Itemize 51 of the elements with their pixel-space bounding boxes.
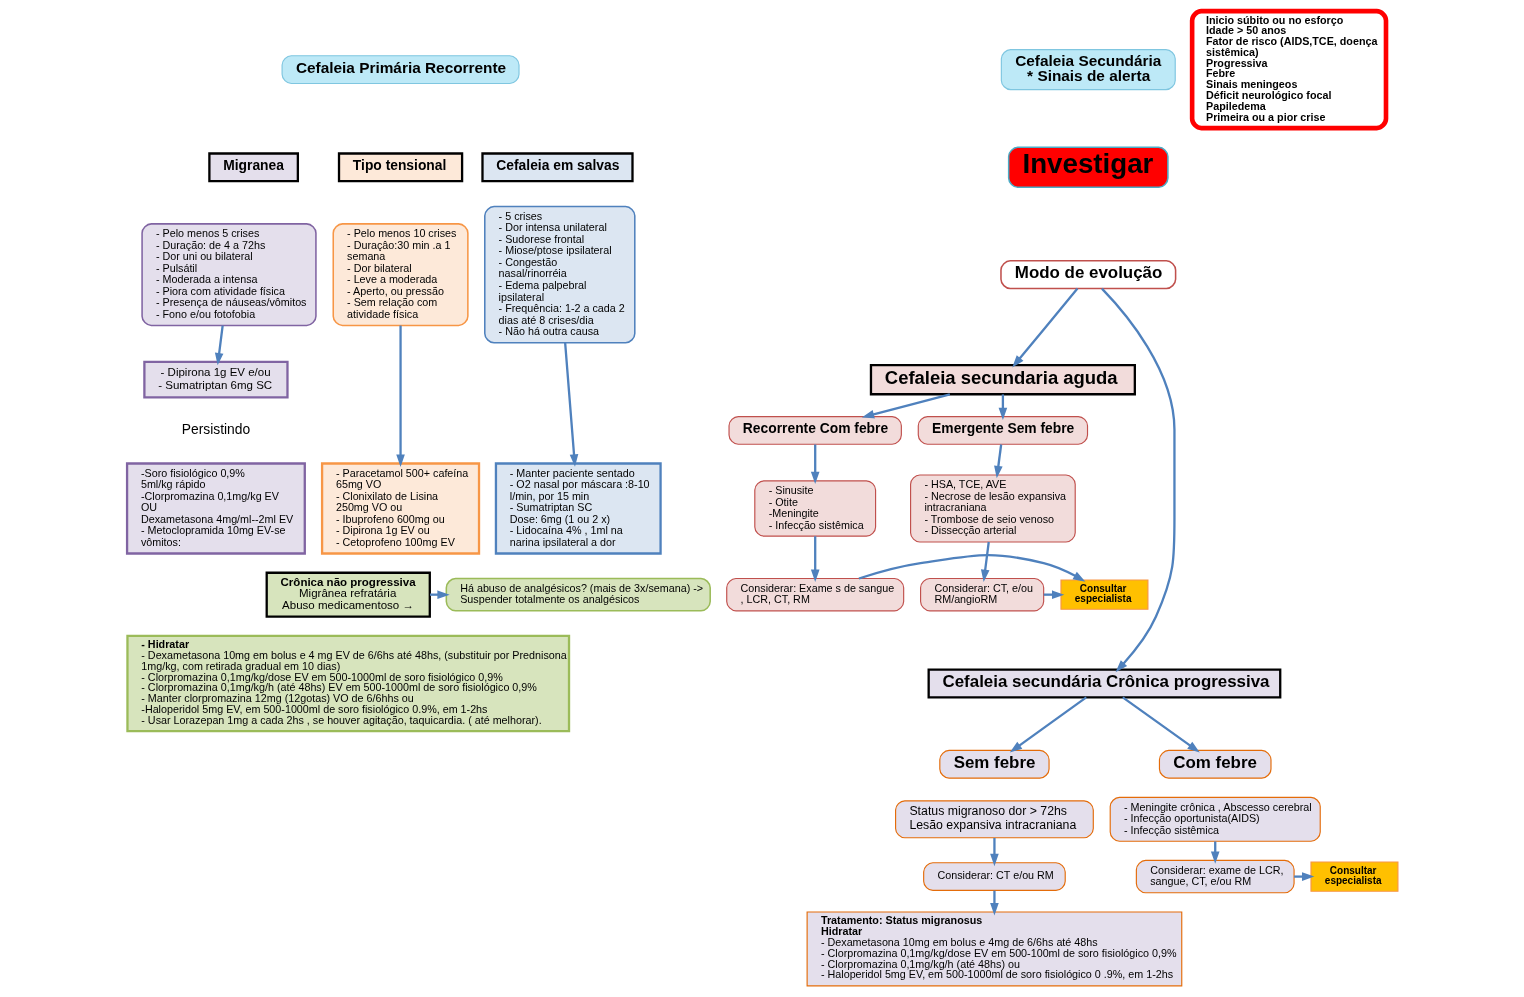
arrow bbox=[1100, 287, 1176, 673]
node-box: - Meningite crônica , Abscesso cerebral - Infecção oportunista(AIDS) - Infecção sistêmica bbox=[1109, 796, 1321, 842]
node-box: Tipo tensional bbox=[337, 152, 463, 183]
node-box: Cefaleia secundária Crônica progressiva bbox=[927, 668, 1281, 699]
node-box: Sem febre bbox=[938, 749, 1050, 779]
node-box: - Hidratar - Dexametasona 10mg em bolus e 4 mg EV de 6/6hs até 48hs, (substituir por Prednisona 1mg/kg, com retirada gradual em 10 dias) - Clorpromazina 0,1mg/kg/dose EV em 500-1000ml de soro fisiológico 0,9% - Clorpromazina 0,1mg/kg/h (até 48hs) EV em 500-1000ml de soro fisiológico 0,9% - Manter clorpromazina 12mg (12gotas) VO de 6/6hhs ou -Haloperidol 5mg EV, em 500-1000ml de soro fisiológico 0.9%, em 1-2hs - Usar Lorazepan 1mg a cada 2hs , se houver agitação, taquicardia. ( até melhorar). bbox=[125, 634, 570, 733]
node-box: Status migranoso dor > 72hs Lesão expansiva intracraniana bbox=[894, 800, 1094, 839]
node-box: Crônica não progressiva Migrânea refratária Abuso medicamentoso → bbox=[265, 571, 431, 618]
node-box: - Paracetamol 500+ cafeína 65mg VO - Clonixilato de Lisina 250mg VO ou - Ibuprofeno 600mg ou - Dipirona 1g EV ou - Cetoprofeno 100mg EV bbox=[320, 462, 480, 555]
arrow bbox=[980, 541, 990, 582]
arrow bbox=[993, 444, 1003, 479]
node-box: Modo de evolução bbox=[999, 260, 1176, 290]
node-box: - Pelo menos 10 crises - Duraçâo:30 min .a 1 semana - Dor bilateral - Leve a moderada - Aperto, ou pressão - Sem relação com atividade física bbox=[331, 223, 469, 327]
node-box: Consultar especialista bbox=[1309, 861, 1398, 892]
node-box: - Sinusite - Otite -Meningite - Infecção sistêmica bbox=[753, 480, 876, 537]
node-box: Inicio súbito ou no esforço Idade > 50 anos Fator de risco (AIDS,TCE, doença sistêmica) Progressiva Febre Sinais meningeos Déficit neurológico focal Papiledema Primeira ou a pior crise bbox=[1189, 8, 1388, 131]
arrow bbox=[1011, 287, 1078, 368]
node-box: Consultar especialista bbox=[1059, 579, 1148, 610]
node-box: - HSA, TCE, AVE - Necrose de lesão expansiva intracraniana - Trombose de seio venoso - Dissecção arterial bbox=[909, 474, 1076, 543]
node-box: -Soro fisiológico 0,9% 5ml/kg rápido -Clorpromazina 0,1mg/kg EV OU Dexametasona 4mg/ml--2ml EV - Metoclopramida 10mg EV-se vômitos: bbox=[125, 462, 306, 555]
node-box: Tratamento: Status migranosus Hidratar - Dexametasona 10mg em bolus e 4mg de 6/6hs até 48hs - Clorpromazina 0,1mg/kg/dose EV em 500-100ml de soro fisiológico 0,9% - Clorpromazina 0,1mg/kg/h (até 48hs) ou - Haloperidol 5mg EV, em 500-1000ml de soro fisiológico 0 .9%, em 1-2hs bbox=[806, 911, 1182, 987]
node-box: - Dipirona 1g EV e/ou - Sumatriptan 6mg SC bbox=[142, 360, 289, 399]
node-box: Considerar: Exame s de sangue , LCR, CT, RM bbox=[725, 577, 904, 612]
arrow bbox=[214, 325, 224, 366]
node-box: Há abuso de analgésicos? (mais de 3x/semana) -> Suspender totalmente os analgésicos bbox=[445, 577, 711, 612]
label: Persistindo bbox=[181, 420, 250, 437]
node-box: Migranea bbox=[207, 152, 299, 183]
node-box: - Pelo menos 5 crises - Duração: de 4 a 72hs - Dor uni ou bilateral - Pulsátil - Moderada a intensa - Piora com atividade física - Presença de náuseas/vômitos - Fono e/ou fotofobia bbox=[140, 223, 317, 327]
arrow bbox=[1121, 696, 1200, 753]
node-box: Cefaleia em salvas bbox=[480, 152, 634, 183]
arrow bbox=[858, 554, 1085, 582]
arrow bbox=[563, 342, 578, 467]
node-box: Investigar bbox=[1007, 146, 1169, 189]
node-box: Com febre bbox=[1158, 749, 1272, 779]
node-box: Considerar: CT, e/ou RM/angioRM bbox=[919, 577, 1044, 612]
arrow bbox=[395, 325, 405, 467]
arrow bbox=[1293, 872, 1314, 881]
arrow bbox=[810, 536, 819, 582]
node-box: Cefaleia secundaria aguda bbox=[869, 363, 1136, 396]
node-box: Cefaleia Primária Recorrente bbox=[281, 55, 520, 85]
node-box: Considerar: exame de LCR, sangue, CT, e/ou RM bbox=[1135, 859, 1295, 894]
node-box: - 5 crises - Dor intensa unilateral - Sudorese frontal - Miose/ptose ipsilateral - Congestão nasal/rinorréia - Edema palpebral ipsilateral - Frequência: 1-2 a cada 2 dias até 8 crises/dia - Não há outra causa bbox=[483, 205, 636, 344]
node-box: Cefaleia Secundária * Sinais de alerta bbox=[1000, 49, 1176, 91]
node-box: Emergente Sem febre bbox=[917, 416, 1088, 445]
node-box: Considerar: CT e/ou RM bbox=[922, 862, 1066, 892]
node-box: - Manter paciente sentado - O2 nasal por máscara :8-10 l/min, por 15 min - Sumatriptan SC Dose: 6mg (1 ou 2 x) - Lidocaína 4% , 1ml na narina ipsilateral a dor bbox=[494, 462, 662, 555]
arrow bbox=[810, 444, 819, 485]
node-box: Recorrente Com febre bbox=[727, 416, 902, 445]
arrow bbox=[989, 890, 999, 916]
arrow bbox=[1009, 696, 1087, 753]
arrow bbox=[989, 838, 999, 867]
